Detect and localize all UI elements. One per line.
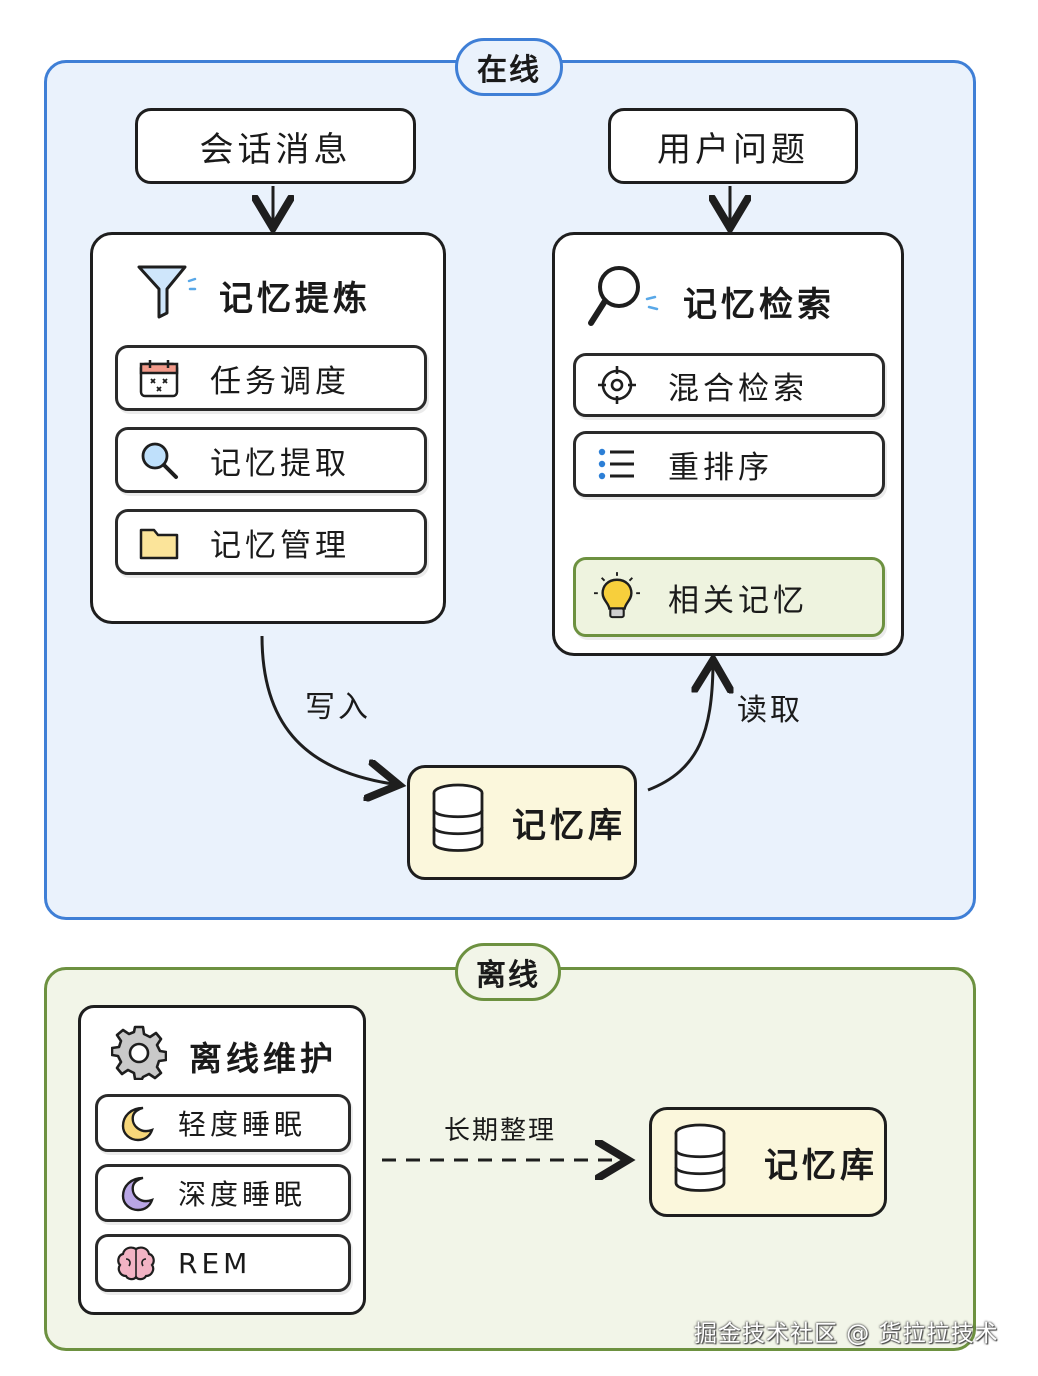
item-light-sleep: 轻度睡眠 [95, 1094, 351, 1152]
item-rem-label: REM [178, 1246, 252, 1280]
offline-connector [382, 1140, 650, 1180]
item-rem: REM [95, 1234, 351, 1292]
item-hybrid-search: 混合检索 [573, 353, 885, 417]
database-icon [430, 783, 486, 862]
session-messages-box: 会话消息 [135, 108, 416, 184]
session-messages-label: 会话消息 [199, 129, 352, 170]
offline-maintenance-panel: 离线维护 轻度睡眠 深度睡眠 REM [78, 1005, 366, 1315]
memory-retrieve-panel: 记忆检索 混合检索 重排序 [552, 232, 904, 656]
write-label: 写入 [305, 690, 371, 725]
item-memory-manage: 记忆管理 [115, 509, 427, 575]
user-question-label: 用户问题 [657, 129, 809, 170]
read-label: 读取 [737, 693, 803, 728]
moon-icon [116, 1103, 156, 1143]
item-related-memory-label: 相关记忆 [668, 582, 808, 619]
brain-icon [116, 1243, 156, 1283]
offline-tag: 离线 [455, 943, 561, 1001]
memory-store-online-label: 记忆库 [512, 806, 626, 846]
long-term-consolidation-label: 长期整理 [444, 1116, 557, 1146]
watermark: 掘金技术社区 @ 货拉拉技术 [694, 1321, 999, 1347]
memory-store-offline-label: 记忆库 [764, 1145, 878, 1186]
search-icon [136, 437, 182, 483]
crosshair-icon [594, 362, 640, 408]
calendar-icon [136, 355, 182, 401]
offline-maintenance-title: 离线维护 [110, 1024, 337, 1088]
funnel-icon [133, 259, 197, 332]
item-rerank-label: 重排序 [668, 449, 773, 486]
memory-store-offline: 记忆库 [649, 1107, 887, 1217]
item-memory-manage-label: 记忆管理 [210, 527, 350, 564]
item-deep-sleep: 深度睡眠 [95, 1164, 351, 1222]
offline-maintenance-title-text: 离线维护 [189, 1039, 337, 1078]
online-tag: 在线 [455, 38, 563, 96]
item-memory-extract-label: 记忆提取 [210, 445, 350, 482]
memory-refine-title-text: 记忆提炼 [219, 279, 371, 319]
item-task-scheduling: 任务调度 [115, 345, 427, 411]
item-deep-sleep-label: 深度睡眠 [178, 1178, 307, 1211]
item-memory-extract: 记忆提取 [115, 427, 427, 493]
magnifier-icon [585, 263, 661, 340]
arrow-read [647, 666, 713, 792]
user-question-box: 用户问题 [608, 108, 858, 184]
lightbulb-icon [594, 572, 640, 620]
folder-icon [136, 519, 182, 565]
item-related-memory: 相关记忆 [573, 557, 885, 637]
item-light-sleep-label: 轻度睡眠 [178, 1108, 307, 1141]
item-task-scheduling-label: 任务调度 [210, 363, 350, 400]
item-hybrid-search-label: 混合检索 [668, 370, 808, 407]
gear-icon [110, 1024, 168, 1088]
memory-store-online: 记忆库 [407, 765, 637, 880]
memory-retrieve-title: 记忆检索 [585, 263, 835, 340]
arrow-write [260, 635, 393, 784]
moon-icon [116, 1173, 156, 1213]
list-icon [594, 441, 640, 487]
item-rerank: 重排序 [573, 431, 885, 497]
database-icon [672, 1123, 728, 1202]
memory-refine-title: 记忆提炼 [133, 259, 371, 332]
memory-retrieve-title-text: 记忆检索 [683, 285, 835, 325]
memory-refine-panel: 记忆提炼 任务调度 记忆提取 记忆管理 [90, 232, 446, 624]
